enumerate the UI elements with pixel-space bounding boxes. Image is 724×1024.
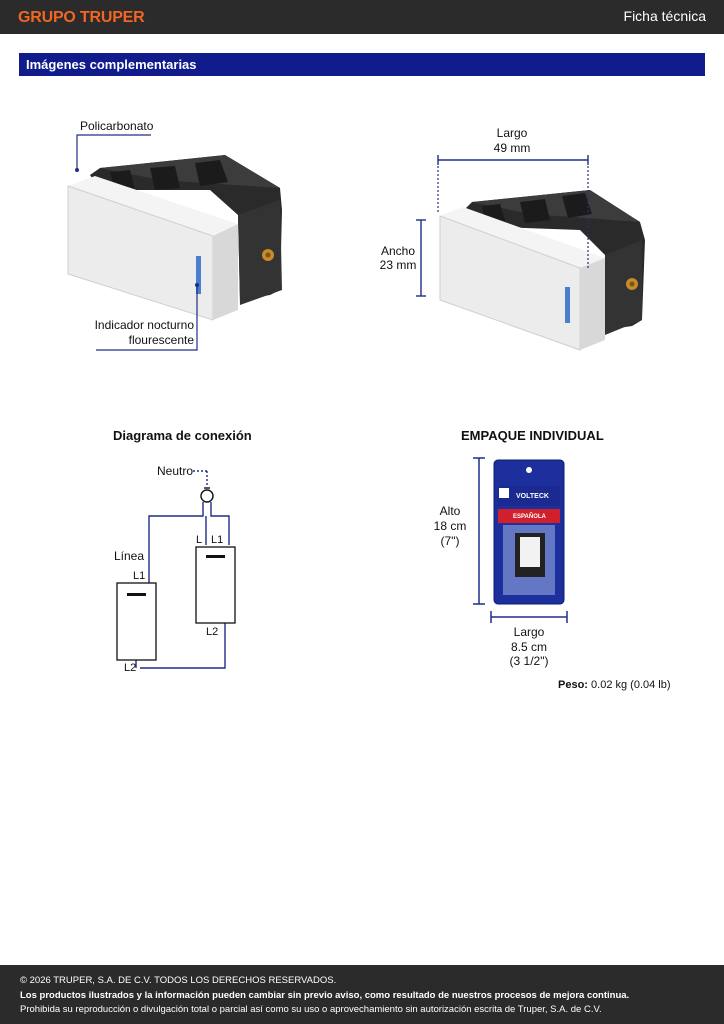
weight-label: Peso:: [558, 679, 588, 691]
label-alto: Alto: [439, 504, 461, 518]
label-ancho: Ancho: [380, 244, 416, 258]
footer-notice: Los productos ilustrados y la informació…: [20, 990, 630, 1001]
label-policarbonato: Policarbonato: [80, 119, 154, 133]
label-neutro: Neutro: [157, 464, 194, 478]
callout-policarbonato: [75, 134, 151, 172]
wiring-diagram: [135, 470, 230, 669]
label-l2-bottom: L2: [124, 662, 137, 674]
dimension-largo-package: [490, 611, 568, 623]
value-alto-cm: 18 cm: [433, 519, 467, 533]
weight-line: Peso: 0.02 kg (0.04 lb): [558, 678, 671, 693]
switch-symbol-right: [195, 546, 236, 624]
label-indicador-line2: flourescente: [128, 333, 194, 347]
section-title-bar: Imágenes complementarias: [19, 53, 705, 76]
section-title: Imágenes complementarias: [26, 57, 197, 72]
dimension-ancho-right: [416, 219, 426, 297]
label-l1-right: L1: [211, 534, 224, 546]
switch-symbol-left: [116, 582, 157, 661]
switch-product-image-left: [67, 155, 282, 321]
label-l-right: L: [196, 534, 203, 546]
dimension-alto-package: [473, 457, 485, 605]
label-l1-left: L1: [133, 570, 146, 582]
brand-logo: GRUPO TRUPER: [18, 9, 145, 26]
document-type: Ficha técnica: [623, 8, 706, 24]
callout-indicador: [96, 283, 199, 351]
package-title: EMPAQUE INDIVIDUAL: [461, 428, 604, 443]
label-indicador-line1: Indicador nocturno: [94, 318, 194, 332]
value-ancho: 23 mm: [379, 258, 417, 272]
bag-brand-text: VOLTECK: [516, 493, 549, 500]
label-largo-package: Largo: [513, 625, 545, 639]
label-largo: Largo: [496, 126, 528, 140]
bag-band-text: ESPAÑOLA: [513, 514, 546, 520]
diagram-title: Diagrama de conexión: [113, 428, 252, 443]
label-l2-right: L2: [206, 626, 219, 638]
value-largo-in: (3 1/2"): [509, 654, 549, 668]
dimension-largo-right: [437, 155, 589, 270]
top-bar: GRUPO TRUPER Ficha técnica: [0, 0, 724, 34]
value-alto-in: (7"): [440, 534, 460, 548]
value-largo: 49 mm: [493, 141, 531, 155]
weight-value: 0.02 kg (0.04 lb): [591, 679, 671, 691]
value-largo-cm: 8.5 cm: [510, 640, 547, 654]
footer-rights: Prohibida su reproducción o divulgación …: [20, 1004, 602, 1015]
footer: © 2026 TRUPER, S.A. DE C.V. TODOS LOS DE…: [0, 965, 724, 1024]
switch-product-image-right: [439, 190, 645, 351]
package-bag-image: [493, 459, 565, 605]
footer-copyright: © 2026 TRUPER, S.A. DE C.V. TODOS LOS DE…: [20, 975, 337, 986]
label-linea: Línea: [114, 549, 145, 563]
